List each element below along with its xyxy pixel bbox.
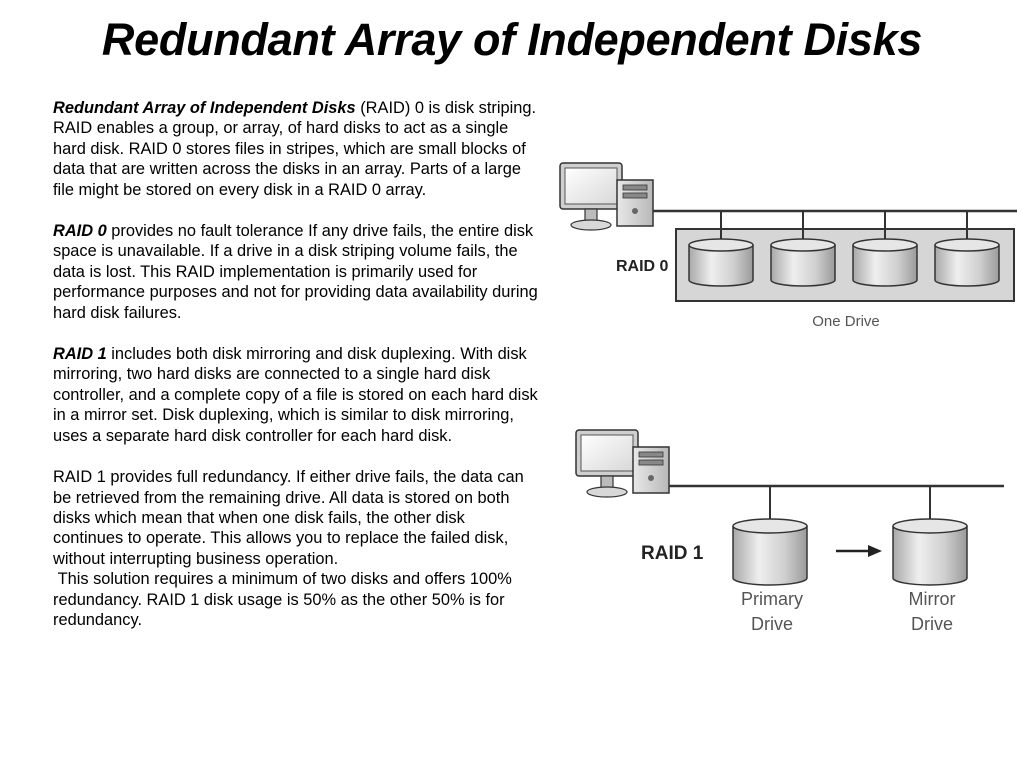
mirror-drive-label-line1: Mirror — [909, 589, 956, 609]
mirror-disk-icon — [892, 518, 968, 586]
primary-drive-label-line2: Drive — [751, 614, 793, 634]
paragraph-body: includes both disk mirroring and disk du… — [53, 345, 538, 445]
body-text: Redundant Array of Independent Disks (RA… — [53, 98, 539, 630]
paragraph-raid1-requirements: This solution requires a minimum of two … — [53, 570, 517, 629]
arrow-right-icon — [836, 545, 882, 557]
paragraph-raid1-redundancy: RAID 1 provides full redundancy. If eith… — [53, 468, 524, 568]
raid0-disks — [688, 211, 1000, 287]
paragraph-body: (RAID) 0 is disk striping. RAID enables … — [53, 99, 537, 199]
paragraph-lead: RAID 1 — [53, 345, 107, 364]
raid0-caption: One Drive — [812, 313, 880, 330]
raid1-diagram: RAID 1 Primary Drive Mirror Drive — [575, 429, 1004, 634]
disk-icon — [934, 238, 1000, 287]
raid0-label: RAID 0 — [616, 258, 669, 275]
paragraph-raid-definition: Redundant Array of Independent Disks (RA… — [53, 98, 539, 200]
mirror-drive-label-line2: Drive — [911, 614, 953, 634]
slide-title: Redundant Array of Independent Disks — [101, 14, 923, 65]
paragraph-body: provides no fault tolerance If any drive… — [53, 222, 538, 322]
computer-icon — [559, 162, 654, 231]
disk-icon — [852, 238, 918, 287]
raid0-diagram: RAID 0 One Drive — [559, 162, 1017, 330]
paragraph-lead: Redundant Array of Independent Disks — [53, 99, 356, 117]
primary-disk-icon — [732, 518, 808, 586]
raid-diagram: RAID 0 One Drive — [552, 150, 1024, 655]
primary-drive-label-line1: Primary — [741, 589, 803, 609]
raid-diagram-svg: RAID 0 One Drive — [559, 162, 1017, 634]
paragraph-raid0: RAID 0 provides no fault tolerance If an… — [53, 221, 539, 323]
paragraph-lead: RAID 0 — [53, 222, 107, 241]
raid1-label: RAID 1 — [641, 543, 704, 564]
disk-icon — [688, 238, 754, 287]
disk-icon — [770, 238, 836, 287]
paragraph-raid1: RAID 1 includes both disk mirroring and … — [53, 344, 539, 446]
computer-icon — [575, 429, 670, 498]
